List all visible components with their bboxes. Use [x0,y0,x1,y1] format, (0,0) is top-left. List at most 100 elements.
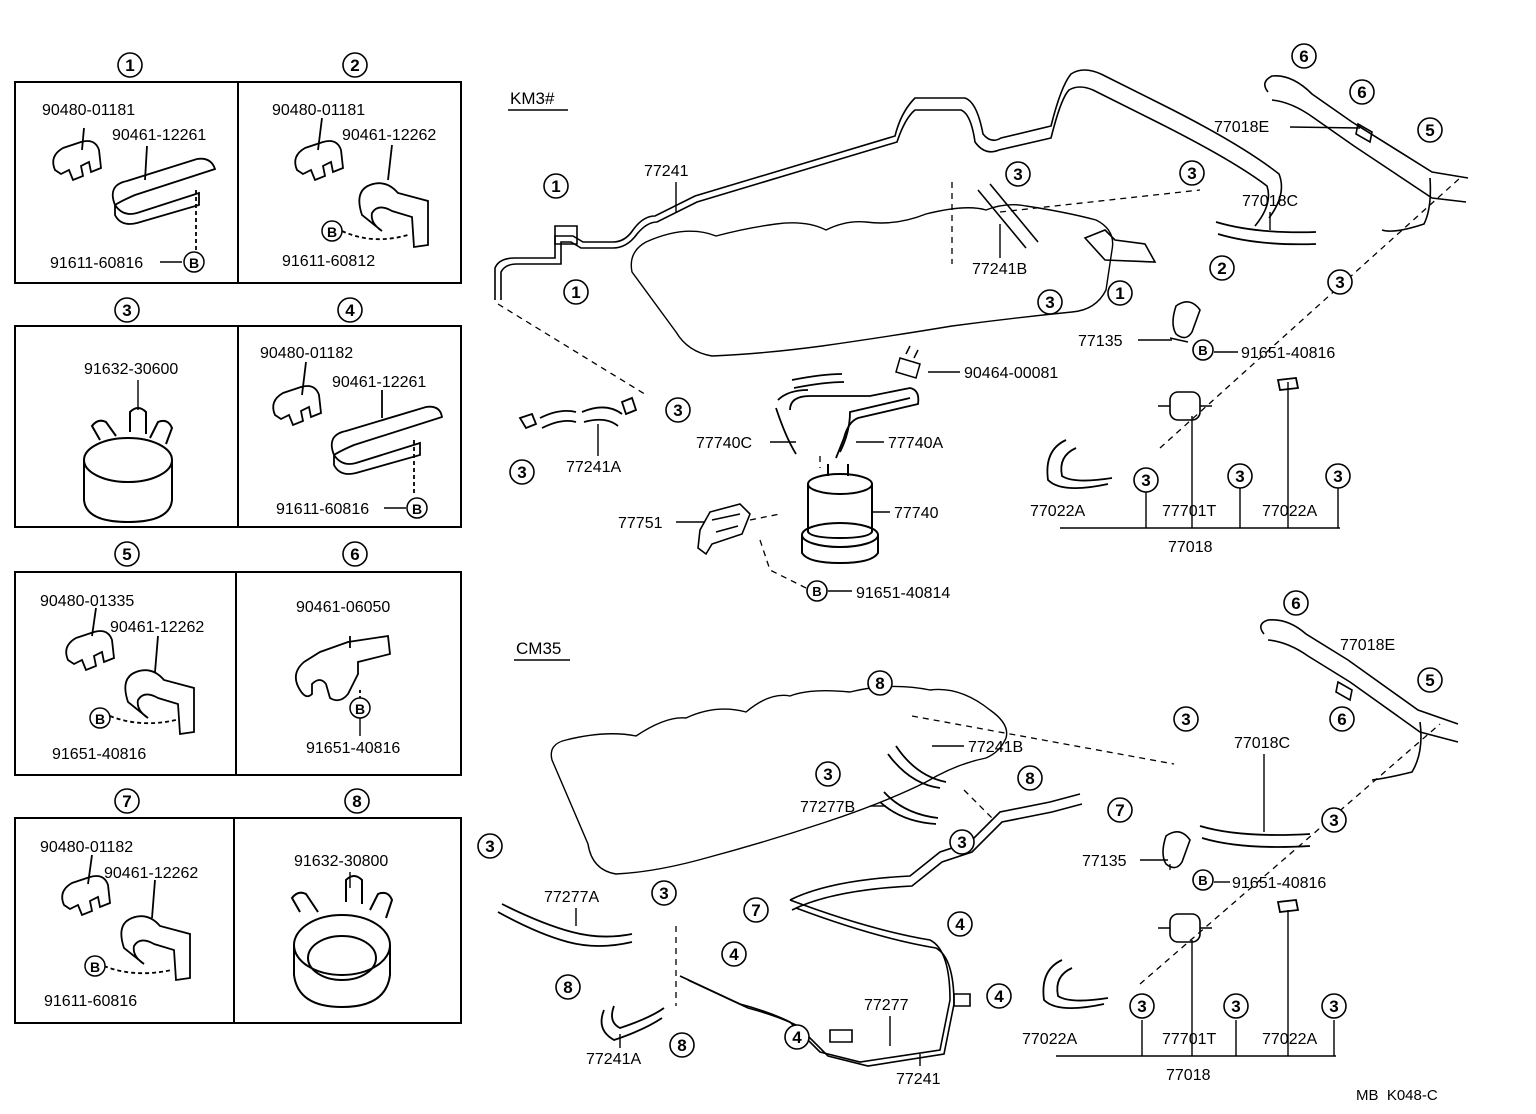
svg-text:3: 3 [1187,164,1196,183]
inset-6-part-clamp: 90461-06050 [296,599,390,616]
label-77135-top: 77135 [1078,333,1123,350]
label-77740-top: 77740 [894,505,939,522]
label-77277-bottom: 77277 [864,997,909,1014]
leader-dashes-bottom [675,715,1441,1006]
bracket-77751 [697,503,751,556]
inset-5-part-bolt: 91651-40816 [52,746,146,763]
valve-77701t-bottom [1158,913,1212,943]
fuel-tank-outline-bottom [550,685,1008,875]
hose-77018c-top [1215,221,1317,246]
inset-2-part-bolt: 91611-60812 [282,253,375,270]
hose-77241b-top [977,183,1039,249]
svg-text:3: 3 [1333,467,1342,486]
ref-circles-top [509,43,1443,602]
svg-text:4: 4 [729,945,739,964]
inset-7-clamp-drawing [61,854,191,982]
inset-7-bolt-marker: B [84,955,106,977]
inset-5-clamp-drawing [65,607,195,736]
label-77018c-top: 77018C [1242,193,1298,210]
label-77701t-top: 77701T [1162,503,1216,520]
label-77022a-right-bottom: 77022A [1262,1031,1317,1048]
inset-4-part-clip: 90480-01182 [260,345,353,362]
inset-title-2: 2 [342,52,368,78]
hoses-bottom [497,745,1311,1041]
svg-text:7: 7 [1115,801,1124,820]
label-77018e-bottom: 77018E [1340,637,1395,654]
inset-6-bolt-marker: B [349,697,371,719]
fuel-pump-77740 [801,464,879,565]
line-clamps-top [554,225,1157,263]
inset-title-8: 8 [344,788,370,814]
label-77277b-bottom: 77277B [800,799,855,816]
inset-title-3: 3 [114,297,140,323]
leader-dashes-top [497,177,1461,591]
inset-3-part-clamp: 91632-30600 [84,361,178,378]
svg-text:2: 2 [1217,259,1226,278]
svg-text:1: 1 [571,283,580,302]
fuel-tank-outline-top [630,203,1114,357]
svg-text:5: 5 [1425,121,1434,140]
inset-title-1: 1 [117,52,143,78]
inset-2-part-clamp: 90461-12262 [342,127,436,144]
svg-text:3: 3 [659,884,668,903]
inset-5-part-clamp: 90461-12262 [110,619,204,636]
inset-4-clamp-drawing [272,361,444,496]
label-77022a-right-top: 77022A [1262,503,1317,520]
inset-7-part-clip: 90480-01182 [40,839,133,856]
inset-panels [14,81,462,1024]
fuel-line-77241-top [494,69,1283,300]
inset-1-clamp-drawing [52,127,217,250]
svg-text:3: 3 [1335,273,1344,292]
bolt-marker-bottom: B [1198,873,1207,888]
label-77022a-left-bottom: 77022A [1022,1031,1077,1048]
inset-title-6: 6 [342,541,368,567]
svg-text:6: 6 [1357,83,1366,102]
inset-title-5: 5 [114,541,140,567]
inset-1-part-clamp: 90461-12261 [112,127,206,144]
label-77022a-left-top: 77022A [1030,503,1085,520]
svg-text:B: B [189,255,199,271]
label-91651-40814-top: 91651-40814 [856,585,950,602]
kit-brackets-bottom [1056,910,1336,1057]
svg-text:8: 8 [677,1036,686,1055]
inset-4-part-bolt: 91611-60816 [276,501,369,518]
label-77241b-top: 77241B [972,261,1027,278]
label-91651-40816-top: 91651-40816 [1241,345,1335,362]
inset-5-part-clip: 90480-01335 [40,593,134,610]
svg-text:6: 6 [350,545,359,564]
label-77241a-top: 77241A [566,459,621,476]
label-77277a-bottom: 77277A [544,889,599,906]
clamp-90464-top [895,345,921,379]
inset-7-part-clamp: 90461-12262 [104,865,198,882]
svg-text:B: B [812,584,821,599]
svg-text:B: B [90,959,100,975]
svg-text:7: 7 [751,901,760,920]
inset-1-bolt-marker: B [183,251,205,273]
section-title-bottom: CM35 [516,639,561,658]
label-77018-top: 77018 [1168,539,1213,556]
svg-text:3: 3 [485,837,494,856]
valve-77135-bottom [1162,831,1191,869]
svg-text:4: 4 [955,915,965,934]
inset-2-bolt-marker: B [321,220,343,242]
svg-text:3: 3 [1235,467,1244,486]
inset-1-part-clip: 90480-01181 [42,102,135,119]
inset-2-clamp-drawing [294,117,429,249]
valve-77701t-top [1158,391,1212,421]
label-77740c-top: 77740C [696,435,752,452]
ref-numbers-bottom: 8 3 8 3 7 3 3 6 5 6 3 3 7 4 8 8 4 4 4 3 … [485,594,1434,1055]
svg-text:3: 3 [122,301,131,320]
hose-77241a-top [518,396,638,430]
svg-text:3: 3 [823,765,832,784]
label-77241a-bottom: 77241A [586,1051,641,1068]
svg-text:8: 8 [352,792,361,811]
svg-text:4: 4 [345,301,355,320]
svg-text:3: 3 [1329,811,1338,830]
svg-text:3: 3 [1141,471,1150,490]
svg-text:B: B [355,701,365,717]
svg-text:3: 3 [1329,997,1338,1016]
svg-text:5: 5 [1425,671,1434,690]
label-77135-bottom: 77135 [1082,853,1127,870]
svg-text:3: 3 [1231,997,1240,1016]
svg-text:3: 3 [957,833,966,852]
